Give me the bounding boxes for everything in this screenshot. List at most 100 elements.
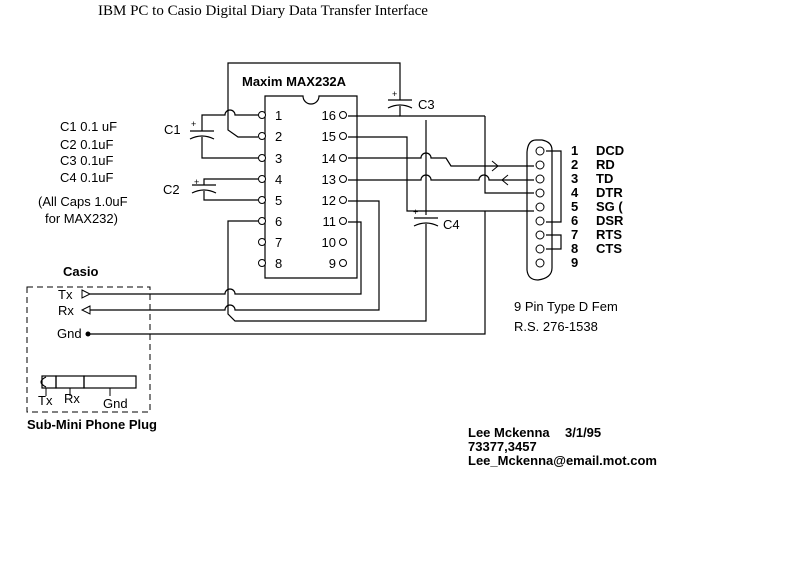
chip-pin-14 bbox=[339, 154, 347, 162]
connector-part: R.S. 276-1538 bbox=[514, 319, 598, 334]
pin15-ground-wire bbox=[348, 136, 534, 212]
casio-rx-label: Rx bbox=[58, 303, 74, 318]
db9-pin-number-9: 9 bbox=[571, 255, 578, 270]
vcc-to-dtr-wire bbox=[484, 116, 534, 194]
db9-pin-number-8: 8 bbox=[571, 241, 578, 256]
c3-wire-top bbox=[227, 62, 401, 138]
plug-tx-label: Tx bbox=[38, 393, 53, 408]
db9-pin-number-6: 6 bbox=[571, 213, 578, 228]
db9-pin-7 bbox=[535, 230, 545, 240]
chip-pin-9 bbox=[339, 259, 347, 267]
c1-plus: + bbox=[191, 119, 196, 129]
pin6-vminus-wire bbox=[227, 220, 427, 322]
db9-signal-3: TD bbox=[596, 171, 613, 186]
diagram-title: IBM PC to Casio Digital Diary Data Trans… bbox=[98, 3, 428, 19]
c1-wire-pin1 bbox=[201, 109, 258, 131]
db9-pin-3 bbox=[535, 174, 545, 184]
c3-label: C3 bbox=[418, 97, 435, 112]
c2-wire-pin4 bbox=[203, 178, 258, 185]
note-c4: C4 0.1uF bbox=[60, 170, 114, 185]
casio-gnd-label: Gnd bbox=[57, 326, 82, 341]
chip-pin-4 bbox=[258, 175, 266, 183]
chip-pin-12 bbox=[339, 196, 347, 204]
casio-dashed-box bbox=[26, 286, 151, 413]
db9-pin-number-5: 5 bbox=[571, 199, 578, 214]
capacitor-c1: C1 + bbox=[164, 109, 258, 159]
chip-pin-label-4: 4 bbox=[275, 172, 282, 187]
db9-pin-number-2: 2 bbox=[571, 157, 578, 172]
db9-pin-6 bbox=[535, 216, 545, 226]
rd-arrow bbox=[491, 160, 499, 172]
capacitor-c4: + C4 bbox=[413, 207, 460, 232]
casio-tx-label: Tx bbox=[58, 287, 73, 302]
chip-pin-label-10: 10 bbox=[322, 235, 336, 250]
casio-panel: Casio Tx Rx Gnd Tx Rx Gnd Sub-Mini Phone… bbox=[26, 264, 157, 432]
casio-title: Casio bbox=[63, 264, 98, 279]
note-c2: C2 0.1uF bbox=[60, 137, 114, 152]
chip-pin-label-1: 1 bbox=[275, 108, 282, 123]
db9-pin-number-4: 4 bbox=[571, 185, 579, 200]
db9-pin-number-3: 3 bbox=[571, 171, 578, 186]
capacitor-c2: C2 + bbox=[163, 177, 258, 201]
chip-pin-6 bbox=[258, 217, 266, 225]
author-email: Lee_Mckenna@email.mot.com bbox=[468, 453, 657, 468]
c4-plate-neg bbox=[413, 222, 439, 227]
casio-ground-wire bbox=[90, 211, 486, 335]
note-all-caps-1: (All Caps 1.0uF bbox=[38, 194, 128, 209]
pin11-to-casio-tx-wire bbox=[90, 221, 362, 295]
chip-pin-label-15: 15 bbox=[322, 129, 336, 144]
chip-pin-label-16: 16 bbox=[322, 108, 336, 123]
plug-rx-label: Rx bbox=[64, 391, 80, 406]
chip-pin-label-8: 8 bbox=[275, 256, 282, 271]
pin13-to-td-wire bbox=[348, 174, 534, 181]
pin14-to-rd-wire bbox=[348, 152, 534, 167]
author-id: 73377,3457 bbox=[468, 439, 537, 454]
chip-pin-13 bbox=[339, 175, 347, 183]
db9-signal-4: DTR bbox=[596, 185, 623, 200]
c1-wire-pin3 bbox=[201, 137, 258, 159]
db9-pin-number-1: 1 bbox=[571, 143, 578, 158]
casio-rx-arrow bbox=[80, 305, 91, 315]
author-date: 3/1/95 bbox=[565, 425, 601, 440]
chip-pin-15 bbox=[339, 132, 347, 140]
db9-pin-1 bbox=[535, 146, 545, 156]
db9-signal-6: DSR bbox=[596, 213, 624, 228]
dcd-dsr-jumper bbox=[546, 150, 562, 223]
connector-type: 9 Pin Type D Fem bbox=[514, 299, 618, 314]
note-c3: C3 0.1uF bbox=[60, 153, 114, 168]
c2-plate-neg bbox=[191, 189, 217, 194]
chip-pin-11 bbox=[339, 217, 347, 225]
db9-outline bbox=[526, 139, 553, 281]
chip-pin-1 bbox=[258, 111, 266, 119]
chip-pin-label-6: 6 bbox=[275, 214, 282, 229]
chip-pin-label-7: 7 bbox=[275, 235, 282, 250]
db9-pin-8 bbox=[535, 244, 545, 254]
chip-pin-label-13: 13 bbox=[322, 172, 336, 187]
chip-pin-label-5: 5 bbox=[275, 193, 282, 208]
db9-signal-5: SG ( bbox=[596, 199, 623, 214]
chip-pin-label-3: 3 bbox=[275, 151, 282, 166]
c2-wire-pin5 bbox=[203, 191, 258, 201]
db9-signal-2: RD bbox=[596, 157, 615, 172]
author-name: Lee Mckenna bbox=[468, 425, 550, 440]
db9-signal-8: CTS bbox=[596, 241, 622, 256]
db9-pin-4 bbox=[535, 188, 545, 198]
c3-plus: + bbox=[392, 89, 397, 99]
phone-plug-icon bbox=[40, 375, 137, 396]
pin12-to-casio-rx-wire bbox=[90, 200, 380, 311]
td-arrow bbox=[501, 174, 509, 186]
note-c1: C1 0.1 uF bbox=[60, 119, 117, 134]
chip-pin-label-12: 12 bbox=[322, 193, 336, 208]
c4-label: C4 bbox=[443, 217, 460, 232]
db9-pin-5 bbox=[535, 202, 545, 212]
capacitor-notes: C1 0.1 uF C2 0.1uF C3 0.1uF C4 0.1uF (Al… bbox=[38, 119, 128, 226]
gnd-dot bbox=[85, 331, 91, 337]
db9-pin-2 bbox=[535, 160, 545, 170]
chip-pin-16 bbox=[339, 111, 347, 119]
chip-body bbox=[264, 95, 358, 279]
